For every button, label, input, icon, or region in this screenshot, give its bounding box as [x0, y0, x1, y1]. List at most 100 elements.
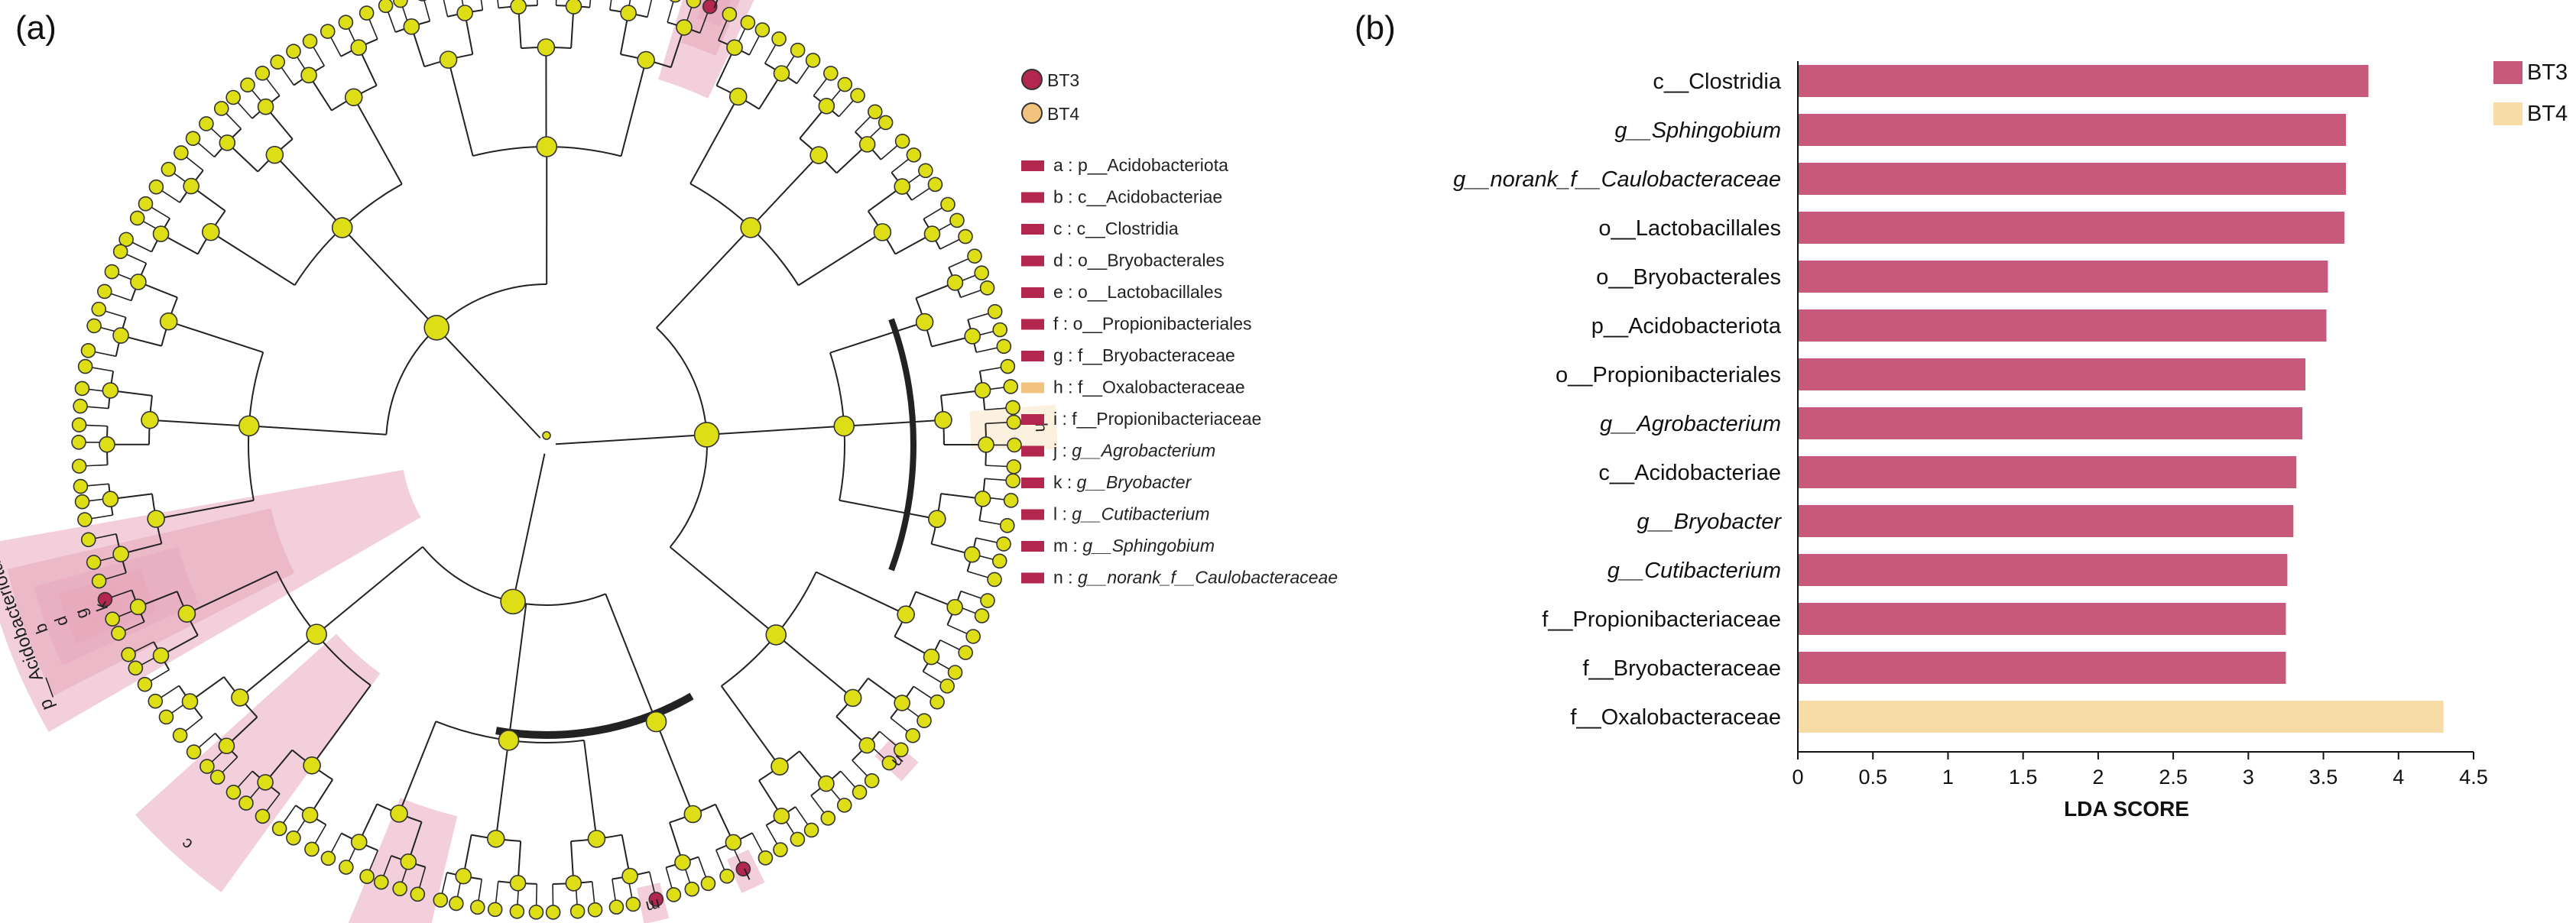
- lda-x-axis-title: LDA SCORE: [2064, 797, 2189, 821]
- legend-swatch-h: [1021, 382, 1044, 393]
- tree-node: [1006, 414, 1022, 430]
- tree-node: [320, 850, 336, 866]
- tree-node: [686, 0, 702, 8]
- tree-node: [300, 66, 317, 84]
- tree-node: [878, 115, 894, 131]
- tree-arc: [888, 318, 917, 572]
- tree-node: [80, 532, 96, 548]
- tree-arc: [495, 692, 694, 739]
- tree-node: [141, 410, 159, 429]
- tree-node: [71, 417, 87, 432]
- tree-node: [978, 436, 994, 453]
- lda-x-tick-label: 0.5: [1858, 766, 1887, 789]
- lda-x-tick-label: 1.5: [2009, 766, 2038, 789]
- tree-node: [393, 0, 408, 8]
- tree-node: [980, 593, 995, 608]
- tree-node: [939, 678, 955, 694]
- tree-node: [803, 822, 819, 838]
- tree-node: [302, 34, 318, 49]
- tree-node: [147, 510, 165, 528]
- tree-node: [91, 573, 107, 589]
- tree-node: [320, 24, 336, 39]
- tree-node: [820, 810, 836, 826]
- tree-branch: [839, 499, 938, 520]
- lda-bar-label: o__Propionibacteriales: [1556, 363, 1781, 387]
- tree-node: [118, 232, 134, 248]
- tree-node: [858, 136, 876, 153]
- lda-bar: [1798, 65, 2369, 97]
- tree-node: [674, 853, 691, 871]
- tree-node: [565, 0, 582, 15]
- lda-bar: [1798, 407, 2303, 439]
- lda-bar-label: c__Acidobacteriae: [1598, 461, 1781, 485]
- tree-node: [500, 588, 526, 615]
- tree-node: [105, 611, 120, 627]
- tree-node: [257, 98, 274, 115]
- tree-node: [390, 805, 408, 823]
- tree-node: [159, 312, 178, 331]
- tree-node: [1007, 437, 1022, 453]
- lda-bar: [1798, 358, 2305, 390]
- tree-node: [608, 899, 625, 915]
- tree-node: [974, 382, 991, 399]
- tree-node: [201, 222, 220, 241]
- tree-node: [213, 101, 229, 116]
- legend-swatch-b: [1021, 192, 1044, 203]
- tree-node: [161, 161, 177, 177]
- tree-node: [940, 196, 955, 212]
- tree-node: [934, 410, 952, 429]
- tree-node: [373, 874, 389, 890]
- tree-branch: [341, 227, 437, 329]
- tree-node: [833, 415, 855, 437]
- tree-node: [915, 313, 934, 332]
- legend-taxon-f: f : o__Propionibacteriales: [1053, 314, 1252, 334]
- tree-node: [897, 605, 915, 623]
- tree-node: [1005, 473, 1020, 489]
- tree-node: [852, 784, 868, 800]
- legend-taxon-i: i : f__Propionibacteriaceae: [1053, 409, 1261, 429]
- legend-swatch-m: [1021, 541, 1044, 552]
- tree-branch: [656, 227, 751, 329]
- tree-node: [174, 145, 189, 160]
- tree-node: [358, 5, 375, 21]
- tree-node: [148, 179, 164, 195]
- tree-branch: [706, 425, 845, 436]
- tree-node: [231, 688, 249, 707]
- tree-node: [917, 713, 932, 729]
- lda-bar-label: c__Clostridia: [1653, 70, 1781, 94]
- tree-node: [73, 398, 88, 414]
- tree-node: [456, 5, 473, 21]
- tree-branch: [720, 685, 780, 767]
- tree-node: [73, 478, 89, 494]
- tree-node: [818, 775, 835, 792]
- tree-node: [949, 212, 965, 228]
- legend-label-bt3: BT3: [1047, 70, 1079, 90]
- tree-node: [542, 431, 551, 440]
- tree-node: [545, 905, 561, 920]
- tree-node: [225, 89, 241, 105]
- tree-node: [498, 730, 520, 751]
- tree-branch: [829, 321, 925, 354]
- tree-node: [1005, 400, 1020, 416]
- tree-node: [158, 709, 174, 725]
- tree-node: [771, 757, 789, 776]
- tree-node: [1000, 358, 1016, 374]
- tree-node: [200, 759, 215, 774]
- tree-node: [238, 795, 254, 811]
- tree-node: [510, 0, 527, 15]
- tree-node: [350, 834, 368, 850]
- clade-labels: p__Acidobacteriotabdgkcemlnfilh: [0, 0, 1051, 917]
- tree-node: [987, 572, 1002, 588]
- tree-node: [676, 19, 693, 36]
- tree-node: [270, 54, 285, 70]
- lda-bar: [1798, 261, 2328, 293]
- lda-x-tick-label: 4.5: [2459, 766, 2488, 789]
- tree-branch: [495, 740, 510, 839]
- tree-node: [858, 737, 876, 754]
- legend-taxon-a: a : p__Acidobacteriota: [1053, 155, 1228, 175]
- tree-node: [537, 38, 556, 57]
- legend-taxon-b: b : c__Acidobacteriae: [1053, 187, 1222, 207]
- tree-node: [565, 875, 582, 892]
- legend-taxon-j: j : g__Agrobacterium: [1053, 441, 1215, 461]
- lda-bar: [1798, 114, 2347, 146]
